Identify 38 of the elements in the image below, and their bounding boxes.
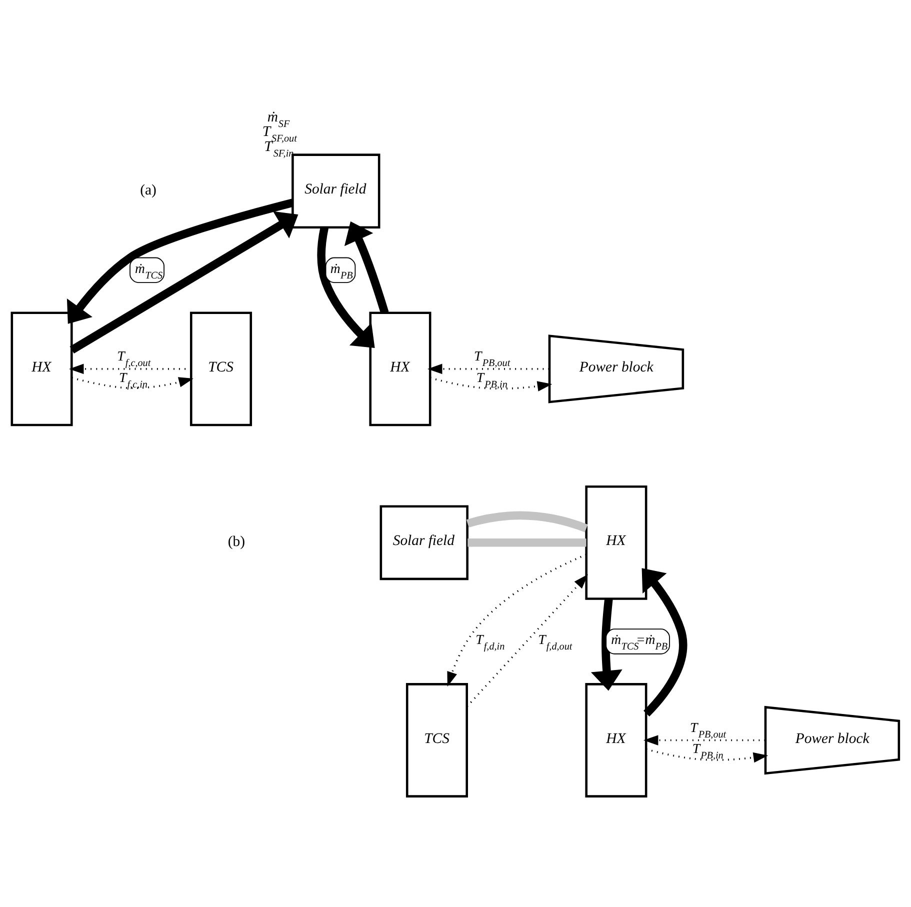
edge-label: ṁ$_{TCS}$ [135,260,163,282]
arrow [344,221,389,314]
node-box: Power block [548,334,684,404]
arrow [447,554,587,687]
node-box: Solar field [380,505,468,580]
arrow [646,748,768,763]
arrow [590,598,622,691]
edge-label: ṁ$_{TCS}$=ṁ$_{PB}$ [611,632,668,653]
connector [468,538,586,547]
edge-label: T$_{PB,in}$ [476,370,508,390]
edge-label: T$_{PB,out}$ [474,348,510,370]
edge-label: ṁ$_{PB}$ [330,260,353,282]
edge-label: T$_{f,c,in}$ [118,370,148,390]
arrow [466,574,588,708]
edge-label: T$_{f,d,in}$ [476,632,505,652]
label: (a) [140,182,156,199]
edge-label: T$_{f,c,out}$ [117,348,151,370]
arrow [72,376,194,390]
connector [466,511,588,532]
node-box: Solar field [292,154,380,229]
arrow [430,377,552,392]
label: (b) [228,534,246,550]
arrow [642,568,688,716]
node-box: HX [585,485,648,600]
node-box: HX [369,312,432,426]
edge-label: T$_{PB,in}$ [692,741,724,762]
arrow [317,226,375,348]
node-box: Power block [764,706,900,775]
arrow [70,211,298,354]
node-box: HX [10,312,73,426]
arrow [643,735,766,746]
node-box: TCS [190,312,252,426]
node-box: TCS [406,683,468,798]
arrow [427,364,550,374]
edge-label: T$_{PB,out}$ [690,720,726,740]
edge-label: T$_{f,d,out}$ [538,632,572,652]
node-box: HX [585,683,648,798]
arrow [66,198,294,324]
